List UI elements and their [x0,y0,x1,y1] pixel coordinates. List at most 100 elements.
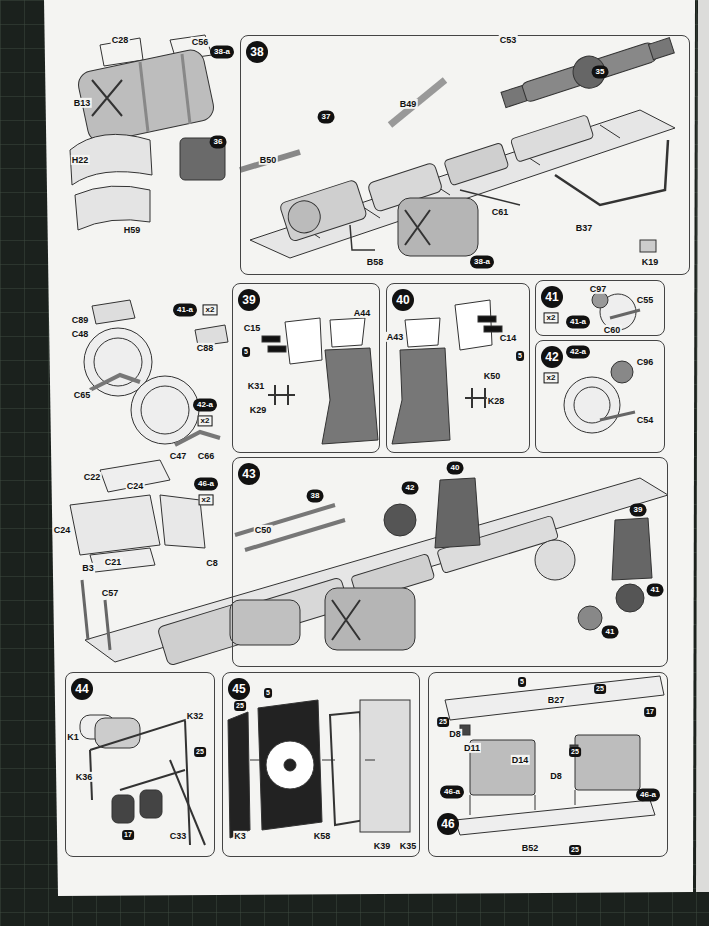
drum-subassemblies [70,300,228,572]
paint-code: 5 [516,351,524,361]
part-number: C24 [126,481,145,491]
step-number: 41 [541,286,563,308]
part-number: C53 [499,35,518,45]
part-number: C48 [71,329,90,339]
part-number: C28 [111,35,130,45]
part-number: D8 [549,771,563,781]
part-number: C21 [104,557,123,567]
part-number: C54 [636,415,655,425]
part-number: B58 [366,257,385,267]
part-number: B50 [259,155,278,165]
part-number: C60 [603,325,622,335]
step-number: 44 [71,678,93,700]
part-number: C66 [197,451,216,461]
seats [262,300,502,444]
step-number: 43 [238,463,260,485]
part-number: C8 [205,558,219,568]
part-number: A43 [386,332,405,342]
part-number: B37 [575,223,594,233]
callout-number: 46-a [440,785,464,798]
step-number: 39 [238,289,260,311]
vehicle-assembly [82,478,668,666]
part-number: K29 [249,405,268,415]
callout-number: 41 [647,583,664,596]
part-number: K31 [247,381,266,391]
part-number: C55 [636,295,655,305]
part-number: B27 [547,695,566,705]
part-number: K3 [233,831,247,841]
part-number: D14 [511,755,530,765]
part-number: K32 [186,711,205,721]
paint-code: 5 [518,677,526,687]
part-number: K36 [75,772,94,782]
paint-code: 25 [594,684,606,694]
paint-code: 25 [437,717,449,727]
paint-code: 17 [122,830,134,840]
next-page [696,0,709,892]
step-number: 40 [392,289,414,311]
step-panel: 38 [240,35,690,275]
part-number: C47 [169,451,188,461]
part-number: C56 [191,37,210,47]
callout-number: 35 [592,65,609,78]
part-number: H59 [123,225,142,235]
part-number: H22 [71,155,90,165]
quantity-mark: x2 [203,304,218,315]
part-number: B49 [399,99,418,109]
step-panel: 40 [386,283,530,453]
part-number: C22 [83,472,102,482]
step-number: 46 [437,813,459,835]
callout-number: 42 [402,481,419,494]
step-panel: 45 [222,672,420,857]
part-number: C61 [491,207,510,217]
part-number: C89 [71,315,90,325]
part-number: K58 [313,831,332,841]
part-number: A44 [353,308,372,318]
part-number: C88 [196,343,215,353]
part-number: C50 [254,525,273,535]
paint-code: 17 [644,707,656,717]
callout-number: 38-a [470,255,494,268]
step-number: 45 [228,678,250,700]
part-number: C33 [169,831,188,841]
callout-number: 42-a [566,345,590,358]
part-number: B3 [81,563,95,573]
part-number: B52 [521,843,540,853]
part-number: C97 [589,284,608,294]
part-number: K39 [373,841,392,851]
part-number: K50 [483,371,502,381]
quantity-mark: x2 [544,312,559,323]
callout-number: 41-a [566,315,590,328]
part-number: K35 [399,841,418,851]
callout-number: 40 [447,461,464,474]
exhaust-frame [80,715,205,845]
chassis-assembly [180,30,677,258]
callout-number: 37 [318,110,335,123]
part-number: C96 [636,357,655,367]
callout-number: 38-a [210,45,234,58]
callout-number: 42-a [193,398,217,411]
quantity-mark: x2 [544,372,559,383]
paint-code: 25 [569,747,581,757]
part-number: K1 [66,732,80,742]
paint-code: 25 [234,701,246,711]
part-number: C57 [101,588,120,598]
quantity-mark: x2 [198,415,213,426]
part-number: K19 [641,257,660,267]
paint-code: 25 [194,747,206,757]
callout-number: 38 [307,489,324,502]
part-number: C14 [499,333,518,343]
part-number: D8 [448,729,462,739]
step-number: 42 [541,346,563,368]
part-number: C15 [243,323,262,333]
part-number: C65 [73,390,92,400]
quantity-mark: x2 [199,494,214,505]
step-number: 38 [246,41,268,63]
part-number: B13 [73,98,92,108]
part-number: K28 [487,396,506,406]
paint-code: 5 [264,688,272,698]
callout-number: 36 [210,135,227,148]
